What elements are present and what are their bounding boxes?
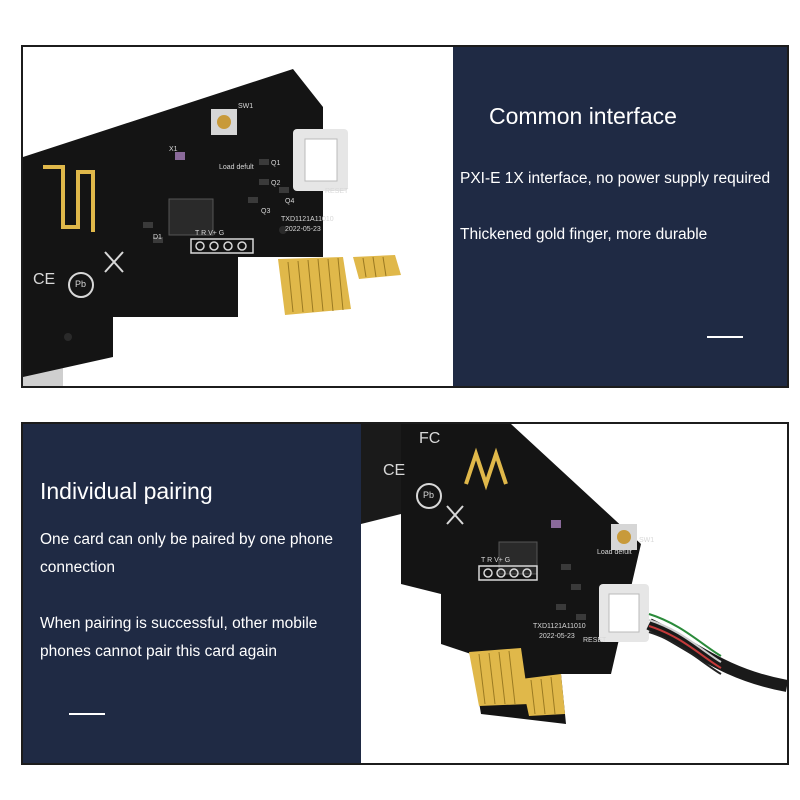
- q1-label-text: Q1: [271, 160, 281, 167]
- sw-label-text: SW1: [639, 537, 655, 544]
- panel-individual-pairing: Individual pairing One card can only be …: [21, 422, 789, 765]
- feature-line-gold-finger: Thickened gold finger, more durable: [460, 226, 708, 243]
- pcie-card-illustration: [23, 69, 401, 386]
- feature-text-column: Common interface PXI-E 1X interface, no …: [453, 47, 787, 386]
- reset-label-text: RESET: [583, 637, 607, 644]
- sw-label-text: SW1: [238, 103, 254, 110]
- ce-mark-text: CE: [33, 271, 56, 288]
- feature-line-pairing-1a: One card can only be paired by one phone: [40, 531, 333, 548]
- decorative-dash: [69, 713, 105, 715]
- q3-label-text: Q3: [261, 208, 271, 215]
- header-pins-label: T R V+ G: [195, 230, 225, 237]
- d1-label-text: D1: [153, 234, 162, 241]
- header-pins-label: T R V+ G: [481, 557, 511, 564]
- pb-mark-text: Pb: [423, 490, 435, 500]
- ce-mark-text: CE: [383, 462, 406, 479]
- decorative-dash: [707, 336, 743, 338]
- button-label-text: Load defult: [219, 164, 254, 171]
- pcie-card-photo: Load defult SW1 RESET TXD1121A11010 2022…: [361, 424, 787, 763]
- pcie-card-photo: Load defult SW1 RESET TXD1121A11010 2022…: [23, 47, 453, 386]
- model-number-text: TXD1121A11010: [533, 623, 586, 630]
- pcie-card-illustration: [361, 424, 787, 724]
- reset-label-text: RESET: [325, 188, 349, 195]
- model-number-text: TXD1121A11010: [281, 216, 334, 223]
- feature-line-pairing-2b: phones cannot pair this card again: [40, 643, 277, 660]
- q4-label-text: Q4: [285, 198, 295, 205]
- feature-line-interface: PXI-E 1X interface, no power supply requ…: [460, 170, 771, 187]
- button-label-text: Load defult: [597, 549, 632, 556]
- feature-line-pairing-2a: When pairing is successful, other mobile: [40, 615, 318, 632]
- date-text: 2022-05-23: [285, 226, 321, 233]
- fc-mark-text: FC: [419, 430, 441, 447]
- feature-line-pairing-1b: connection: [40, 559, 115, 576]
- panel-common-interface: Load defult SW1 RESET TXD1121A11010 2022…: [21, 45, 789, 388]
- q2-label-text: Q2: [271, 180, 281, 187]
- section-title: Common interface: [489, 103, 677, 129]
- x1-label-text: X1: [169, 146, 178, 153]
- feature-text-column: Individual pairing One card can only be …: [23, 424, 361, 763]
- date-text: 2022-05-23: [539, 633, 575, 640]
- section-title: Individual pairing: [40, 478, 213, 504]
- pb-mark-text: Pb: [75, 279, 87, 289]
